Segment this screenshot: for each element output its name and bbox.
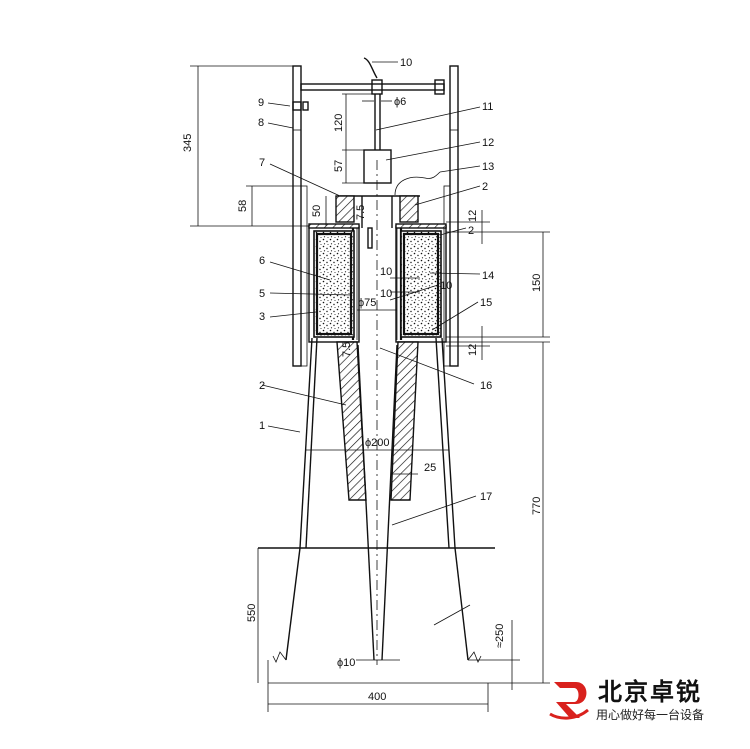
top-crossbar: [292, 79, 445, 111]
part-label-2c: 2: [259, 380, 265, 392]
dim-12-top: 12: [467, 210, 479, 222]
dim-345: 345: [182, 134, 194, 152]
part-label-8: 9: [258, 97, 264, 109]
heater-chambers: [308, 223, 447, 343]
dim-400: 400: [368, 691, 386, 703]
dim-57: 57: [333, 160, 345, 172]
dim-12-bottom: 12: [467, 344, 479, 356]
dim-10-upper: 10: [380, 266, 392, 278]
dim-150: 150: [531, 274, 543, 292]
part-label-12: 13: [482, 161, 494, 173]
dim-770: 770: [531, 497, 543, 515]
part-label-7: 8: [258, 117, 264, 129]
dim-10-lower: 10: [380, 288, 392, 300]
part-label-11: 12: [482, 137, 494, 149]
part-label-3: 3: [259, 311, 265, 323]
dim-58: 58: [237, 200, 249, 212]
dim-120: 120: [333, 114, 345, 132]
dim-7-5-top: 7.5: [355, 205, 367, 220]
part-label-10b: 10: [440, 280, 452, 292]
dim-phi6: ϕ6: [394, 96, 406, 108]
brand-logo-icon: [549, 682, 589, 720]
brand-name: 北京卓锐: [598, 678, 702, 706]
dim-phi200: ϕ200: [365, 437, 390, 449]
part-label-16: 17: [480, 491, 492, 503]
part-label-9: 10: [400, 57, 412, 69]
pin-and-rod: [363, 57, 381, 150]
dim-250: ≈250: [494, 624, 506, 648]
dim-phi10: ϕ10: [337, 657, 355, 669]
base-block: [258, 547, 495, 663]
part-label-1: 1: [259, 420, 265, 432]
dim-25: 25: [424, 462, 436, 474]
part-label-5: 6: [259, 255, 265, 267]
brand-watermark: 北京卓锐 用心做好每一台设备: [546, 672, 746, 742]
dimension-lines: [190, 65, 550, 712]
cone: [336, 341, 419, 501]
part-label-10a: 11: [482, 101, 493, 113]
posts: [292, 65, 459, 367]
cover-plate: [335, 195, 420, 228]
dim-phi75: ϕ75: [358, 297, 376, 309]
part-label-2b: 2: [468, 225, 474, 237]
part-label-6: 7: [259, 157, 265, 169]
part-label-14: 15: [480, 297, 492, 309]
dim-7-5-bottom: 7.5: [341, 342, 353, 357]
leader-lines: [261, 61, 481, 626]
part-label-15: 16: [480, 380, 492, 392]
frame-legs: [299, 337, 456, 549]
part-label-2a: 2: [482, 181, 488, 193]
needle: [357, 344, 398, 661]
wire: [394, 171, 441, 196]
part-label-13: 14: [482, 270, 494, 282]
dim-50: 50: [311, 205, 323, 217]
brand-slogan: 用心做好每一台设备: [596, 708, 705, 722]
weight-block: [363, 149, 392, 184]
part-label-4: 5: [259, 288, 265, 300]
dim-550: 550: [246, 604, 258, 622]
